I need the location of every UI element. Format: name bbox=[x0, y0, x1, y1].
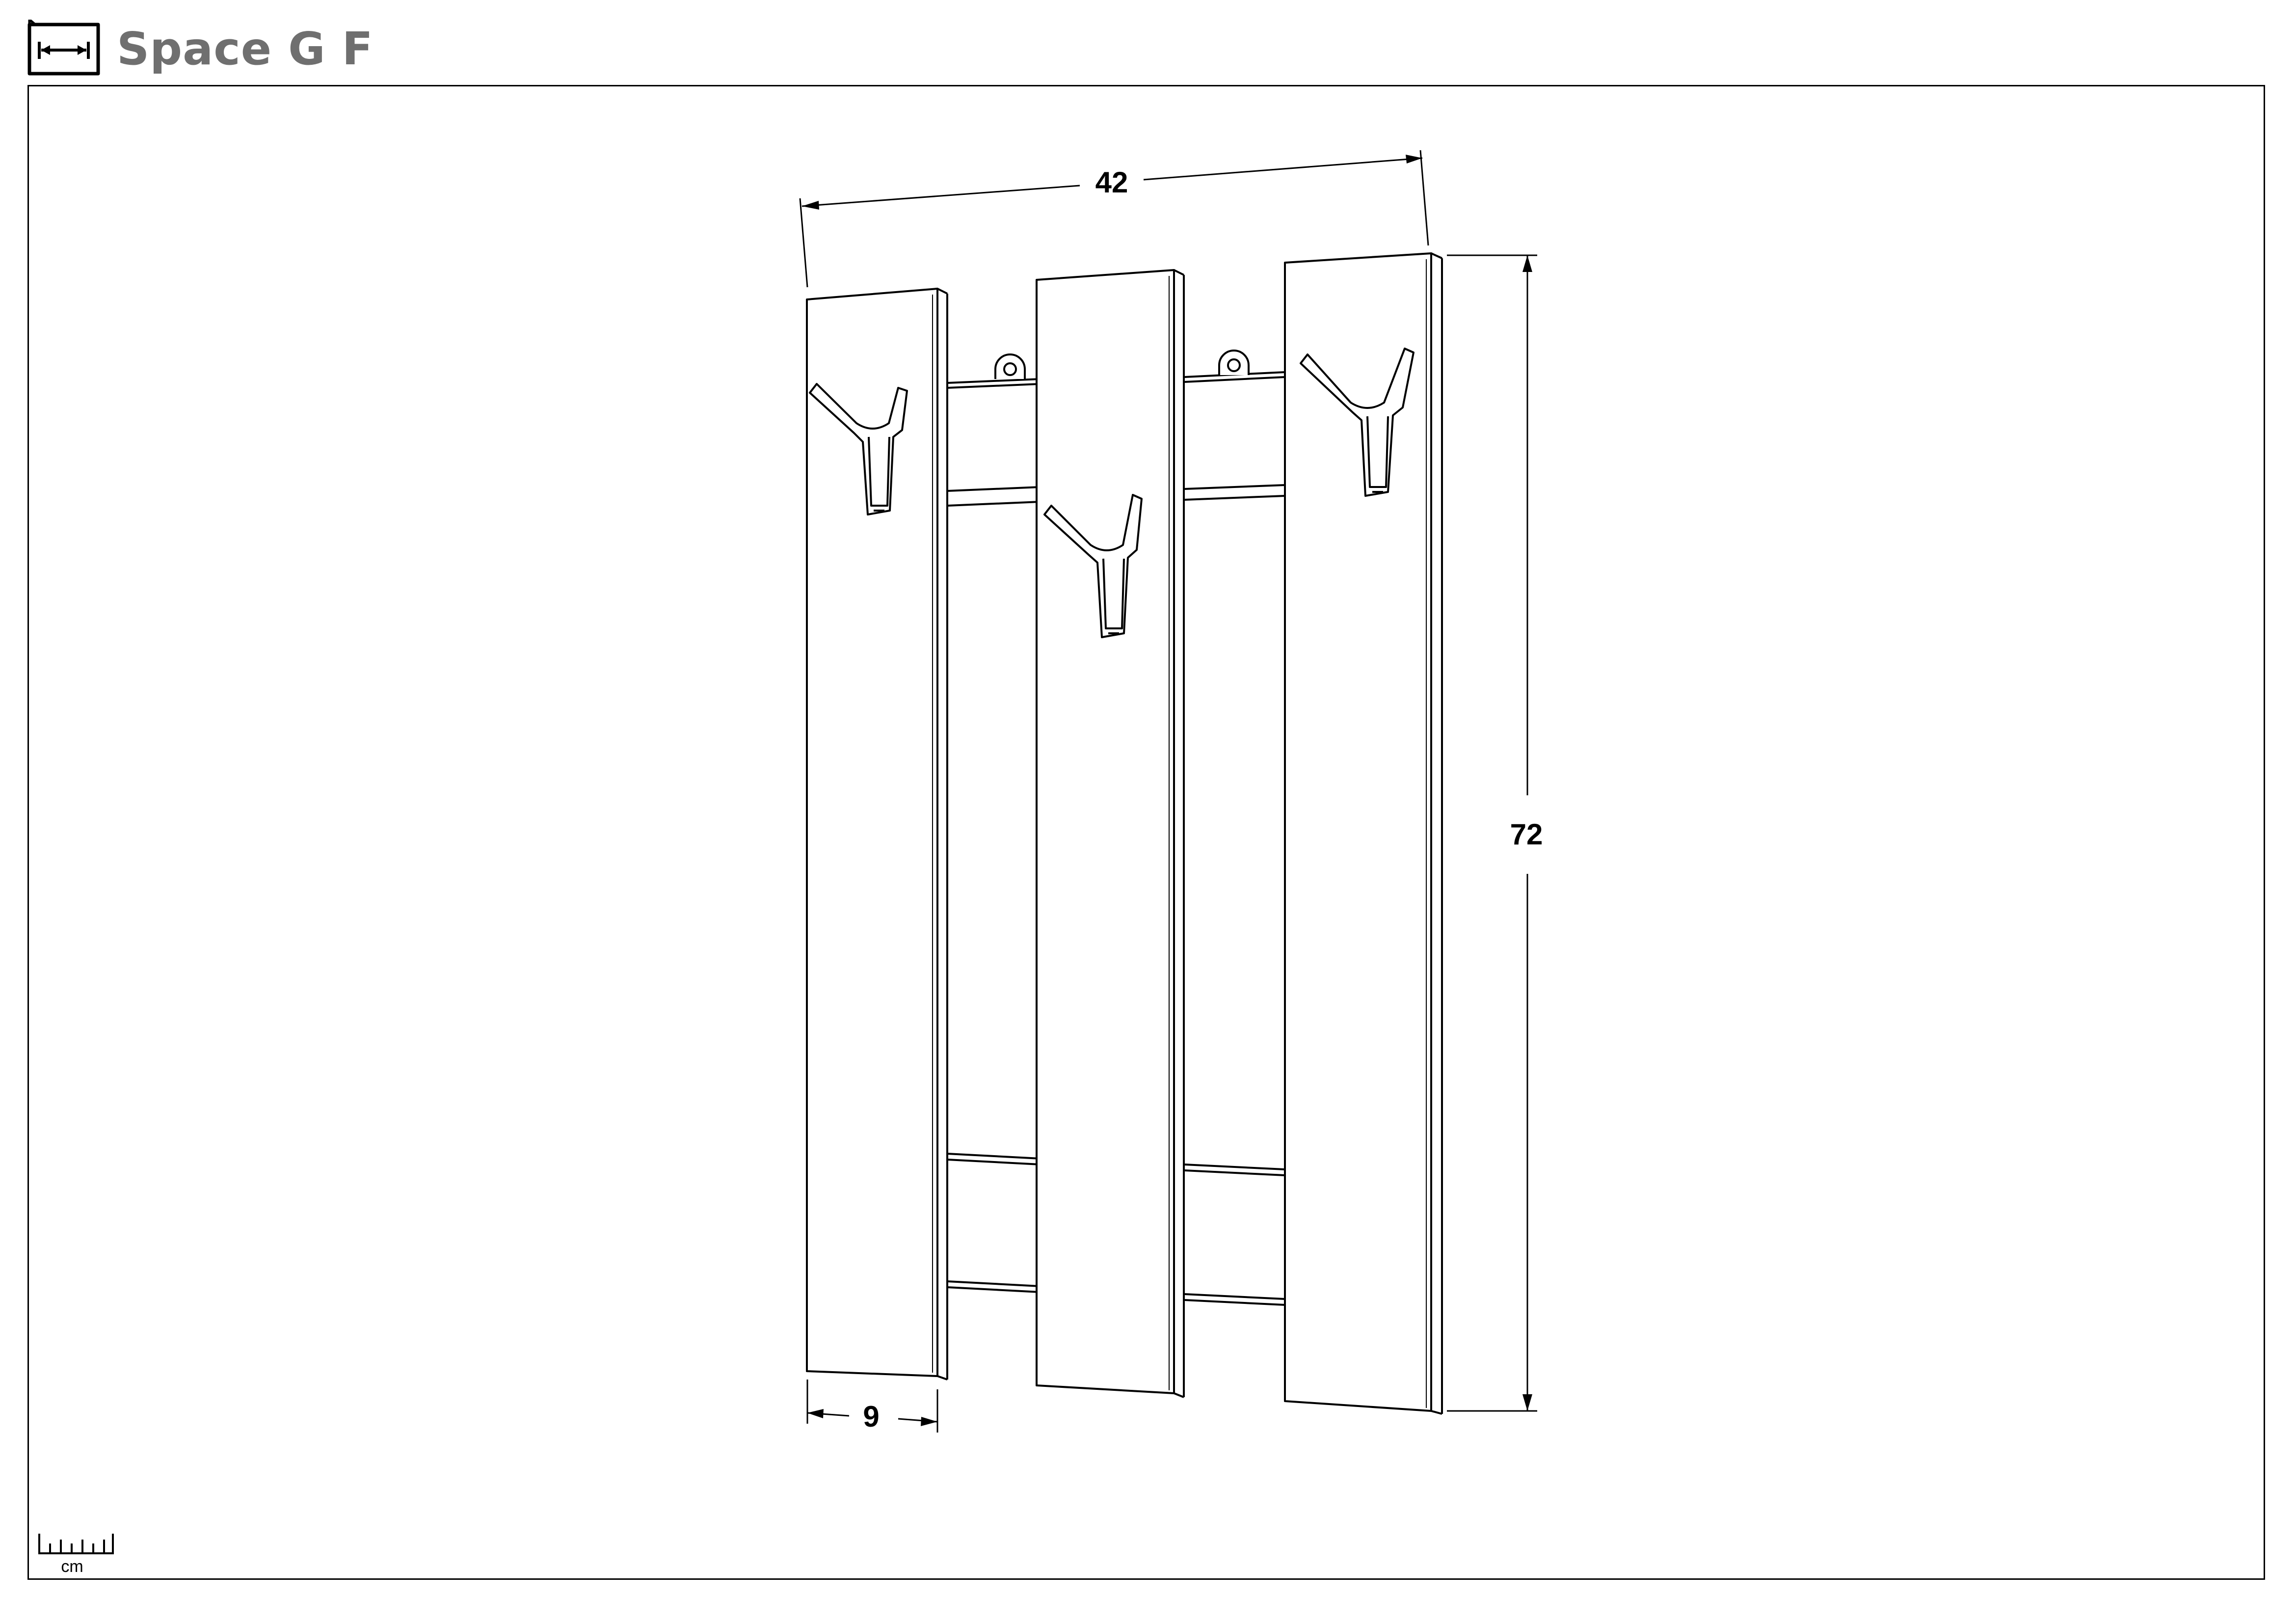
drawing-frame bbox=[27, 85, 2265, 1580]
hook-middle bbox=[1043, 494, 1143, 638]
dimensions-icon bbox=[27, 20, 100, 76]
hook-left bbox=[809, 383, 908, 515]
height-label: 72 bbox=[1510, 818, 1543, 851]
panel-right bbox=[1284, 252, 1443, 1415]
panel-width-label: 9 bbox=[863, 1400, 879, 1433]
wall-bracket-left bbox=[994, 353, 1026, 379]
ruler-icon: cm bbox=[38, 1534, 114, 1575]
panel-middle bbox=[1036, 269, 1185, 1398]
hook-right bbox=[1300, 348, 1415, 497]
wall-bracket-right bbox=[1218, 350, 1250, 375]
unit-label: cm bbox=[61, 1557, 83, 1575]
header: Space G F bbox=[0, 0, 2296, 83]
width-dimension bbox=[799, 150, 1429, 288]
height-dimension bbox=[1447, 254, 1537, 1412]
page-title: Space G F bbox=[117, 23, 374, 75]
panel-width-dimension bbox=[806, 1380, 938, 1433]
width-label: 42 bbox=[1095, 166, 1128, 199]
panel-left bbox=[806, 288, 948, 1380]
